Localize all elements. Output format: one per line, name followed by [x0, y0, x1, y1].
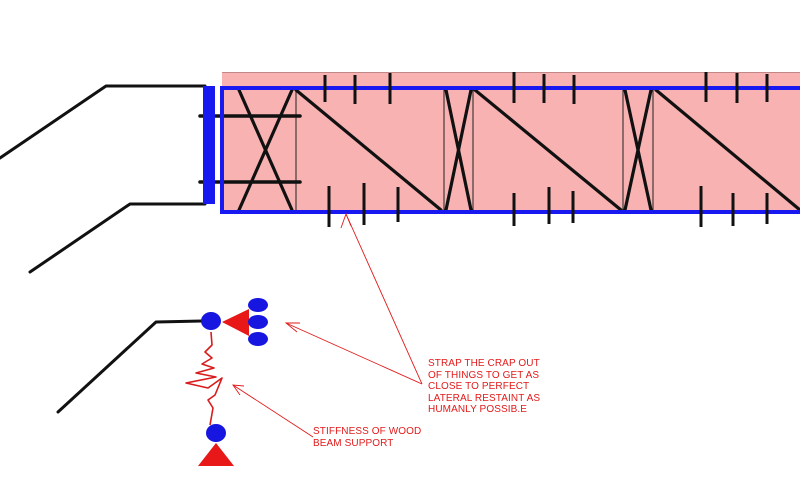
bottom-support-triangle: [198, 443, 234, 466]
approach-lines: [0, 84, 207, 274]
truss-x3-b: [623, 88, 653, 212]
bottom-node: [206, 424, 226, 442]
leader-to-support: [285, 322, 423, 385]
detail-node: [201, 312, 221, 330]
beam-fill: [222, 72, 800, 214]
truss-x2-b: [444, 88, 473, 212]
top-strap-ticks: [323, 72, 769, 104]
lateral-support-triangle: [222, 309, 249, 336]
approach-bottom-line: [28, 202, 207, 274]
support-bars: [198, 114, 302, 184]
truss-panel-lines: [295, 88, 654, 212]
truss-diag-3: [654, 88, 800, 212]
leader-to-beam: [345, 213, 423, 385]
leader-lines: [232, 213, 423, 438]
truss-x1-b: [237, 88, 294, 212]
arrow-head-spring: [232, 384, 245, 396]
annotation-line: LATERAL RESTAINT AS: [428, 392, 541, 404]
arrow-heads: [232, 212, 352, 396]
detail-beam-line: [56, 319, 204, 414]
annotation-line: STRAP THE CRAP OUT: [428, 358, 540, 369]
annotation-line: BEAM SUPPORT: [313, 437, 394, 449]
annotation-line: STIFFNESS OF WOOD: [313, 426, 422, 437]
annotation-stiffness-note: STIFFNESS OF WOOD BEAM SUPPORT: [313, 426, 421, 449]
end-plate: [203, 86, 215, 204]
annotation-strap-note: STRAP THE CRAP OUT OF THINGS TO GET AS C…: [428, 358, 540, 416]
annotation-line: CLOSE TO PERFECT: [428, 381, 530, 392]
spring-line: [185, 331, 223, 426]
roller-circles: [248, 298, 268, 346]
annotation-line: OF THINGS TO GET AS: [428, 369, 540, 381]
beam-outline: [220, 86, 800, 214]
leader-to-spring: [232, 384, 314, 438]
bottom-strap-ticks: [327, 183, 769, 227]
truss-diag-2: [473, 88, 623, 212]
truss-diag-1: [294, 88, 443, 212]
arrow-head-beam: [340, 212, 352, 229]
approach-top-line: [0, 84, 207, 160]
annotation-line: HUMANLY POSSIB.E: [428, 404, 528, 415]
arrow-head-support: [284, 322, 300, 333]
truss-diagonals: [237, 88, 800, 212]
